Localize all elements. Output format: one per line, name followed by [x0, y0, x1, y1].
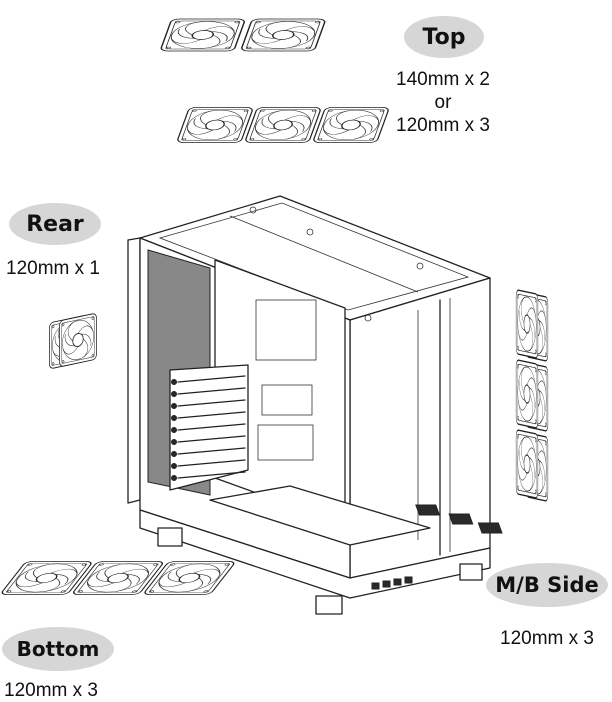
- label-mb-side-spec: 120mm x 3: [500, 628, 594, 649]
- rear-fan-icon: [48, 312, 98, 370]
- label-rear-spec: 120mm x 1: [6, 258, 100, 279]
- label-top-spec-line2: or: [434, 92, 452, 113]
- bottom-fans-icon: [0, 560, 237, 596]
- pc-case-icon: [127, 195, 503, 615]
- label-top-title: Top: [422, 24, 466, 50]
- label-top-spec-line3: 120mm x 3: [396, 115, 490, 136]
- label-top-pill: Top: [404, 16, 484, 58]
- label-mb-side-title: M/B Side: [495, 573, 599, 597]
- top-fans-140-icon: [159, 18, 327, 52]
- label-mb-side-pill: M/B Side: [486, 563, 608, 607]
- top-fans-120-icon: [175, 106, 391, 144]
- label-bottom-spec: 120mm x 3: [4, 680, 98, 701]
- label-bottom-pill: Bottom: [2, 627, 114, 671]
- label-rear-pill: Rear: [9, 203, 101, 245]
- mb-side-fans-icon: [515, 289, 549, 502]
- label-rear-title: Rear: [26, 211, 84, 237]
- label-top-spec-line1: 140mm x 2: [396, 69, 490, 90]
- label-bottom-title: Bottom: [16, 637, 100, 661]
- label-top-spec: 140mm x 2 or 120mm x 3: [378, 68, 508, 137]
